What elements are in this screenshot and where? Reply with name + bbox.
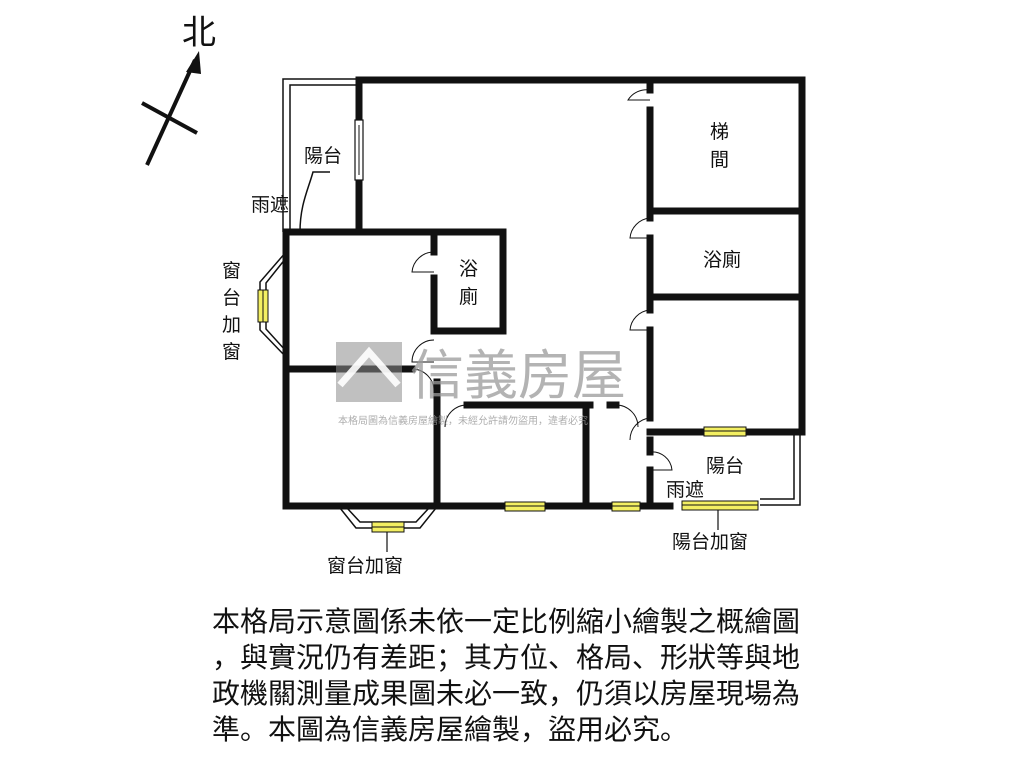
label-balcony-se: 陽台 [706,455,744,477]
label-awning-s: 雨遮 [666,479,704,501]
label-stairwell-1: 梯 [710,121,729,143]
watermark-brand: 信義房屋 [410,344,626,407]
se-balcony-outline [760,432,801,506]
disclaimer-line: ，與實況仍有差距；其方位、格局、形狀等與地 [212,641,801,674]
label-bay-window-w-3: 加 [222,314,241,336]
disclaimer-line: 政機關測量成果圖未必一致，仍須以房屋現場為 [212,677,801,710]
label-bath-east: 浴廁 [703,248,741,271]
label-bay-window-w-2: 台 [222,287,241,309]
awning-curve-w [299,171,330,233]
room-labels: 陽台 雨遮 窗 台 加 窗 浴 廁 梯 間 浴廁 陽台 雨遮 窗台加窗 陽台加窗 [222,121,748,577]
label-stairwell-2: 間 [710,149,729,171]
compass-arrow-head [186,51,201,74]
label-bath-small-1: 浴 [459,258,478,280]
door-swings [411,89,673,471]
leader-lines [386,510,719,552]
label-bay-window-w-4: 窗 [222,341,241,363]
compass-arrow-shaft [145,59,197,166]
se-balcony-inner [760,432,795,500]
watermark-notice: 本格局圖為信義房屋繪製，未經允許請勿盜用，違者必究 [338,414,588,427]
label-bay-window-w-1: 窗 [222,260,241,282]
disclaimer: 本格局示意圖係未依一定比例縮小繪製之概繪圖 ，與實況仍有差距；其方位、格局、形狀… [212,604,892,748]
south-bay-window-inner [346,507,430,523]
watermark: 信義房屋 本格局圖為信義房屋繪製，未經允許請勿盜用，違者必究 [336,342,626,427]
nw-balcony-outline [282,78,359,232]
compass: 北 [141,13,216,166]
label-balcony-window: 陽台加窗 [672,531,748,553]
label-bath-small-2: 廁 [459,285,478,308]
sliding-door [354,119,364,181]
north-label: 北 [182,13,216,53]
label-balcony-nw: 陽台 [304,145,342,167]
watermark-logo-roof [337,346,401,388]
disclaimer-line: 準。本圖為信義房屋繪製，盜用必究。 [212,713,689,746]
label-awning-w: 雨遮 [251,194,289,216]
nw-balcony-curve [289,84,356,232]
disclaimer-line: 本格局示意圖係未依一定比例縮小繪製之概繪圖 [212,605,801,638]
windows [257,289,759,533]
label-bay-window-s: 窗台加窗 [327,555,403,577]
compass-cross-bar [141,101,198,135]
